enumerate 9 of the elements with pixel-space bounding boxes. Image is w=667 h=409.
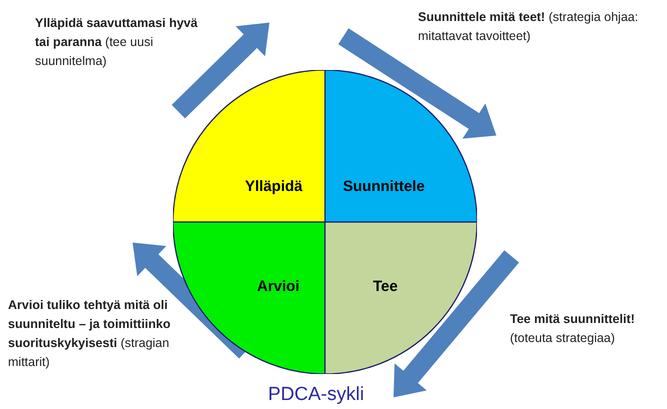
step-description: Ylläpidä saavuttamasi hyvä tai paranna (tee uusi suunnitelma) xyxy=(35,15,199,70)
quadrant-label: Tee xyxy=(373,277,398,297)
quadrant-label: Arvioi xyxy=(257,277,300,297)
caption: PDCA-sykli xyxy=(268,383,364,407)
step-description: Arvioi tuliko tehtyä mitä oli suunniteltu – ja toimittiinko suorituskykyisesti (stragian mittarit) xyxy=(8,297,172,371)
quadrant-label: Suunnittele xyxy=(343,177,425,197)
step-description: Suunnittele mitä teet! (strategia ohjaa: mitattavat tavoitteet) xyxy=(418,9,640,45)
step-description: Tee mitä suunnittelit! (toteuta strategiaa) xyxy=(510,311,636,347)
quadrant-label: Ylläpidä xyxy=(245,177,303,197)
